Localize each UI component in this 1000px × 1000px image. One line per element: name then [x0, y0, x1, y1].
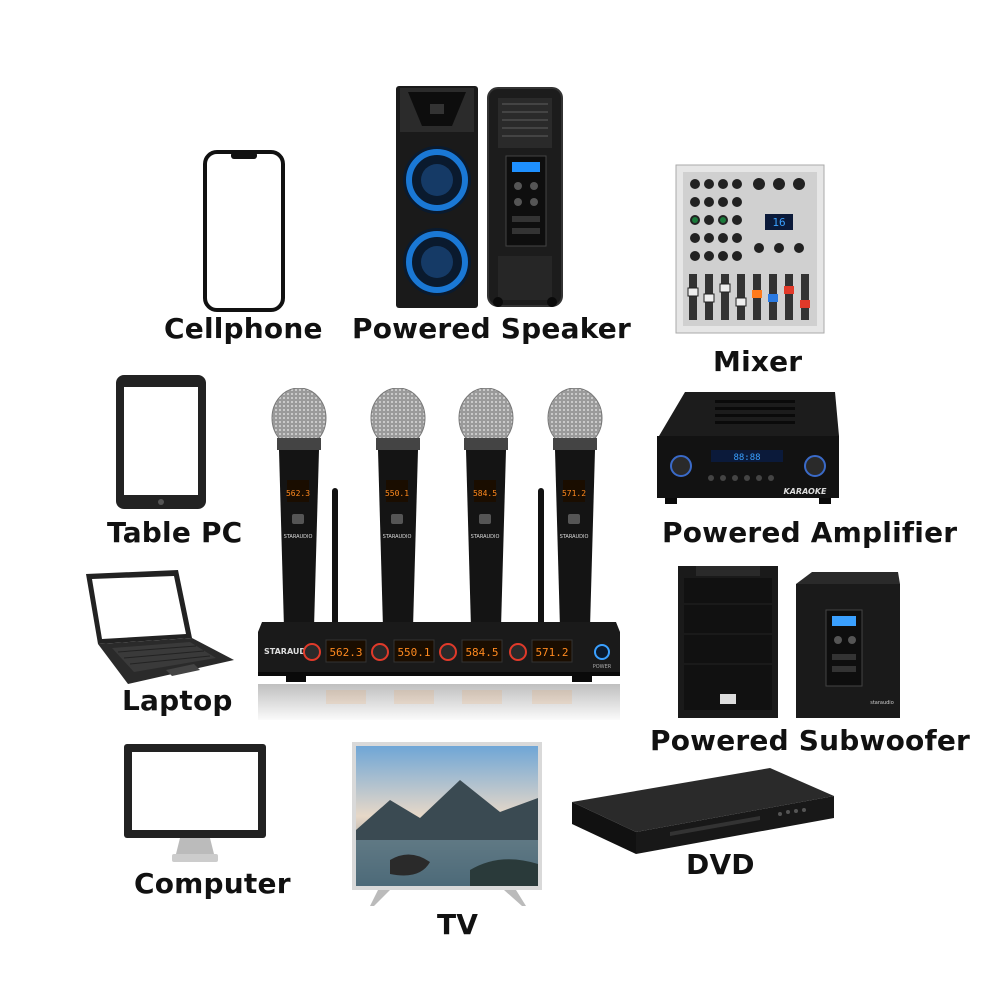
mic-display-2: 550.1: [385, 489, 409, 498]
mic-brand-3: STARAUDIO: [471, 534, 500, 540]
receiver-ch3-display: 584.5: [465, 646, 498, 659]
label-powered-speaker: Powered Speaker: [352, 312, 631, 345]
label-tv: TV: [437, 908, 479, 941]
label-tablet: Table PC: [107, 516, 243, 549]
receiver-ch4-display: 571.2: [535, 646, 568, 659]
receiver-ch2-display: 550.1: [397, 646, 430, 659]
wireless-receiver: STARAUDIO 562.3 550.1 584.5 571.2 POWER: [256, 622, 622, 722]
powered-amplifier-device: 88:88 KARAOKE: [655, 390, 841, 510]
tv-device: [350, 740, 544, 908]
laptop-device: [82, 568, 236, 688]
cellphone-device: [203, 150, 285, 312]
computer-device: [122, 742, 268, 866]
mic-display-4: 571.2: [562, 489, 586, 498]
label-powered-subwoofer: Powered Subwoofer: [650, 724, 971, 757]
powered-subwoofer-device: staraudio: [676, 564, 902, 720]
microphones-group: 562.3 STARAUDIO 550.1 STARAUDIO 584.5 ST…: [270, 388, 610, 630]
label-laptop: Laptop: [122, 684, 233, 717]
dvd-device: [570, 766, 836, 858]
mixer-device: 16: [675, 164, 825, 334]
amplifier-display: 88:88: [733, 453, 760, 463]
label-mixer: Mixer: [713, 345, 803, 378]
mixer-display: 16: [772, 216, 785, 229]
receiver-power-label: POWER: [593, 664, 612, 670]
subwoofer-brand: staraudio: [870, 700, 894, 706]
mic-brand-2: STARAUDIO: [383, 534, 412, 540]
receiver-brand: STARAUDIO: [264, 647, 316, 656]
label-powered-amplifier: Powered Amplifier: [662, 516, 958, 549]
mic-display-1: 562.3: [286, 489, 310, 498]
mic-display-3: 584.5: [473, 489, 497, 498]
receiver-ch1-display: 562.3: [329, 646, 362, 659]
label-dvd: DVD: [686, 848, 755, 881]
power-button-icon: [594, 644, 610, 660]
label-cellphone: Cellphone: [164, 312, 323, 345]
tablet-device: [114, 373, 208, 511]
powered-speaker-device: [394, 84, 566, 310]
mic-brand-1: STARAUDIO: [284, 534, 313, 540]
label-computer: Computer: [134, 867, 291, 900]
amplifier-badge: KARAOKE: [784, 487, 827, 496]
mic-brand-4: STARAUDIO: [560, 534, 589, 540]
